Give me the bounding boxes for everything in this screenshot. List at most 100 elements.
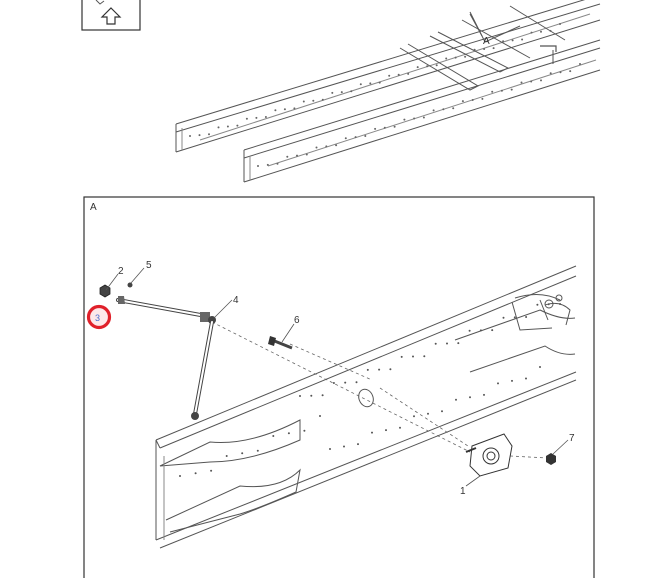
rivet-hole bbox=[256, 449, 259, 452]
rivet-hole bbox=[432, 109, 435, 112]
callout-2[interactable]: 2 bbox=[118, 266, 124, 277]
rivet-hole bbox=[549, 29, 552, 32]
rivet-hole bbox=[340, 91, 343, 94]
rivet-hole bbox=[403, 118, 406, 121]
rivet-hole bbox=[305, 153, 308, 156]
rivet-hole bbox=[502, 40, 505, 43]
rivet-hole bbox=[427, 412, 429, 415]
rivet-hole bbox=[399, 426, 401, 429]
rivet-hole bbox=[274, 109, 277, 112]
rivet-hole bbox=[374, 127, 377, 130]
rivet-hole bbox=[435, 64, 438, 67]
rivet-hole bbox=[525, 377, 527, 380]
rivet-hole bbox=[393, 125, 396, 128]
rivet-hole bbox=[530, 31, 533, 34]
rivet-hole bbox=[350, 90, 353, 93]
rivet-hole bbox=[468, 329, 471, 332]
view-label: A bbox=[90, 202, 97, 213]
rivet-hole bbox=[325, 145, 328, 148]
part-3-link-rod[interactable] bbox=[116, 296, 210, 322]
rivet-hole bbox=[266, 163, 269, 166]
rivet-hole bbox=[296, 154, 298, 157]
rivet-hole bbox=[412, 355, 414, 358]
part-7-nut[interactable] bbox=[546, 439, 569, 465]
rivet-hole bbox=[407, 72, 410, 75]
rivet-hole bbox=[208, 133, 210, 136]
part-4-vertical-link[interactable] bbox=[191, 299, 233, 420]
rivet-hole bbox=[241, 452, 244, 455]
rivet-hole bbox=[520, 81, 523, 84]
rivet-hole bbox=[579, 63, 581, 65]
rivet-hole bbox=[559, 23, 561, 25]
rivet-hole bbox=[397, 73, 400, 76]
rivet-hole bbox=[315, 146, 318, 149]
rivet-hole bbox=[445, 57, 448, 60]
callout-4[interactable]: 4 bbox=[233, 295, 239, 306]
rivet-hole bbox=[388, 74, 391, 77]
part-5-washer[interactable] bbox=[127, 267, 145, 288]
rivet-hole bbox=[383, 126, 386, 129]
rivet-hole bbox=[559, 303, 561, 305]
rivet-hole bbox=[366, 368, 369, 371]
rivet-hole bbox=[335, 144, 338, 147]
rivet-hole bbox=[455, 398, 457, 401]
rivet-hole bbox=[369, 82, 372, 85]
rivet-hole bbox=[194, 472, 197, 475]
rivet-hole bbox=[521, 38, 524, 41]
rivet-hole bbox=[331, 91, 334, 94]
rivet-hole bbox=[491, 329, 494, 332]
callout-3-hotspot[interactable]: 3 bbox=[86, 304, 112, 330]
rivet-hole bbox=[226, 125, 229, 128]
rivet-hole bbox=[329, 448, 331, 450]
rivet-hole bbox=[357, 443, 359, 446]
callout-6[interactable]: 6 bbox=[294, 315, 300, 326]
rivet-hole bbox=[426, 65, 429, 68]
overview-marker-label: A bbox=[483, 36, 490, 47]
rivet-hole bbox=[483, 393, 485, 396]
callout-1[interactable]: 1 bbox=[460, 486, 466, 497]
part-6-bolt[interactable] bbox=[268, 323, 295, 350]
rivet-hole bbox=[389, 368, 392, 371]
rivet-hole bbox=[525, 316, 528, 318]
rivet-hole bbox=[364, 135, 367, 137]
rivet-hole bbox=[510, 88, 513, 91]
rivet-hole bbox=[378, 81, 381, 84]
rivet-hole bbox=[189, 135, 191, 137]
callout-5[interactable]: 5 bbox=[146, 260, 152, 271]
rivet-hole bbox=[359, 83, 362, 86]
rivet-hole bbox=[434, 342, 437, 345]
rivet-hole bbox=[502, 316, 505, 319]
rivet-hole bbox=[454, 56, 457, 59]
rivet-hole bbox=[549, 72, 552, 75]
rivet-hole bbox=[332, 382, 335, 384]
rivet-hole bbox=[473, 48, 476, 51]
rivet-hole bbox=[321, 394, 324, 397]
rivet-hole bbox=[344, 381, 347, 384]
rivet-hole bbox=[422, 116, 425, 119]
rivet-hole bbox=[385, 429, 387, 432]
rivet-hole bbox=[400, 355, 403, 358]
part-1-level-sensor[interactable] bbox=[465, 433, 513, 487]
rivet-hole bbox=[492, 47, 495, 50]
callout-3[interactable]: 3 bbox=[95, 313, 100, 323]
callout-7[interactable]: 7 bbox=[569, 433, 575, 444]
part-2-nut[interactable] bbox=[99, 273, 119, 298]
rivet-hole bbox=[479, 329, 482, 332]
rivet-hole bbox=[257, 165, 259, 167]
rivet-hole bbox=[413, 117, 416, 120]
rivet-hole bbox=[179, 475, 181, 477]
rivet-hole bbox=[378, 368, 381, 371]
rivet-hole bbox=[536, 303, 539, 306]
chassis-overview bbox=[175, 0, 601, 183]
rivet-hole bbox=[416, 66, 419, 69]
rivet-hole bbox=[264, 116, 267, 118]
rivet-hole bbox=[481, 97, 484, 100]
rivet-hole bbox=[286, 155, 289, 158]
rivet-hole bbox=[255, 116, 258, 119]
rivet-hole bbox=[471, 99, 474, 101]
rivet-hole bbox=[293, 107, 296, 110]
rivet-hole bbox=[497, 382, 499, 385]
rivet-hole bbox=[198, 134, 201, 137]
rivet-hole bbox=[354, 136, 357, 139]
